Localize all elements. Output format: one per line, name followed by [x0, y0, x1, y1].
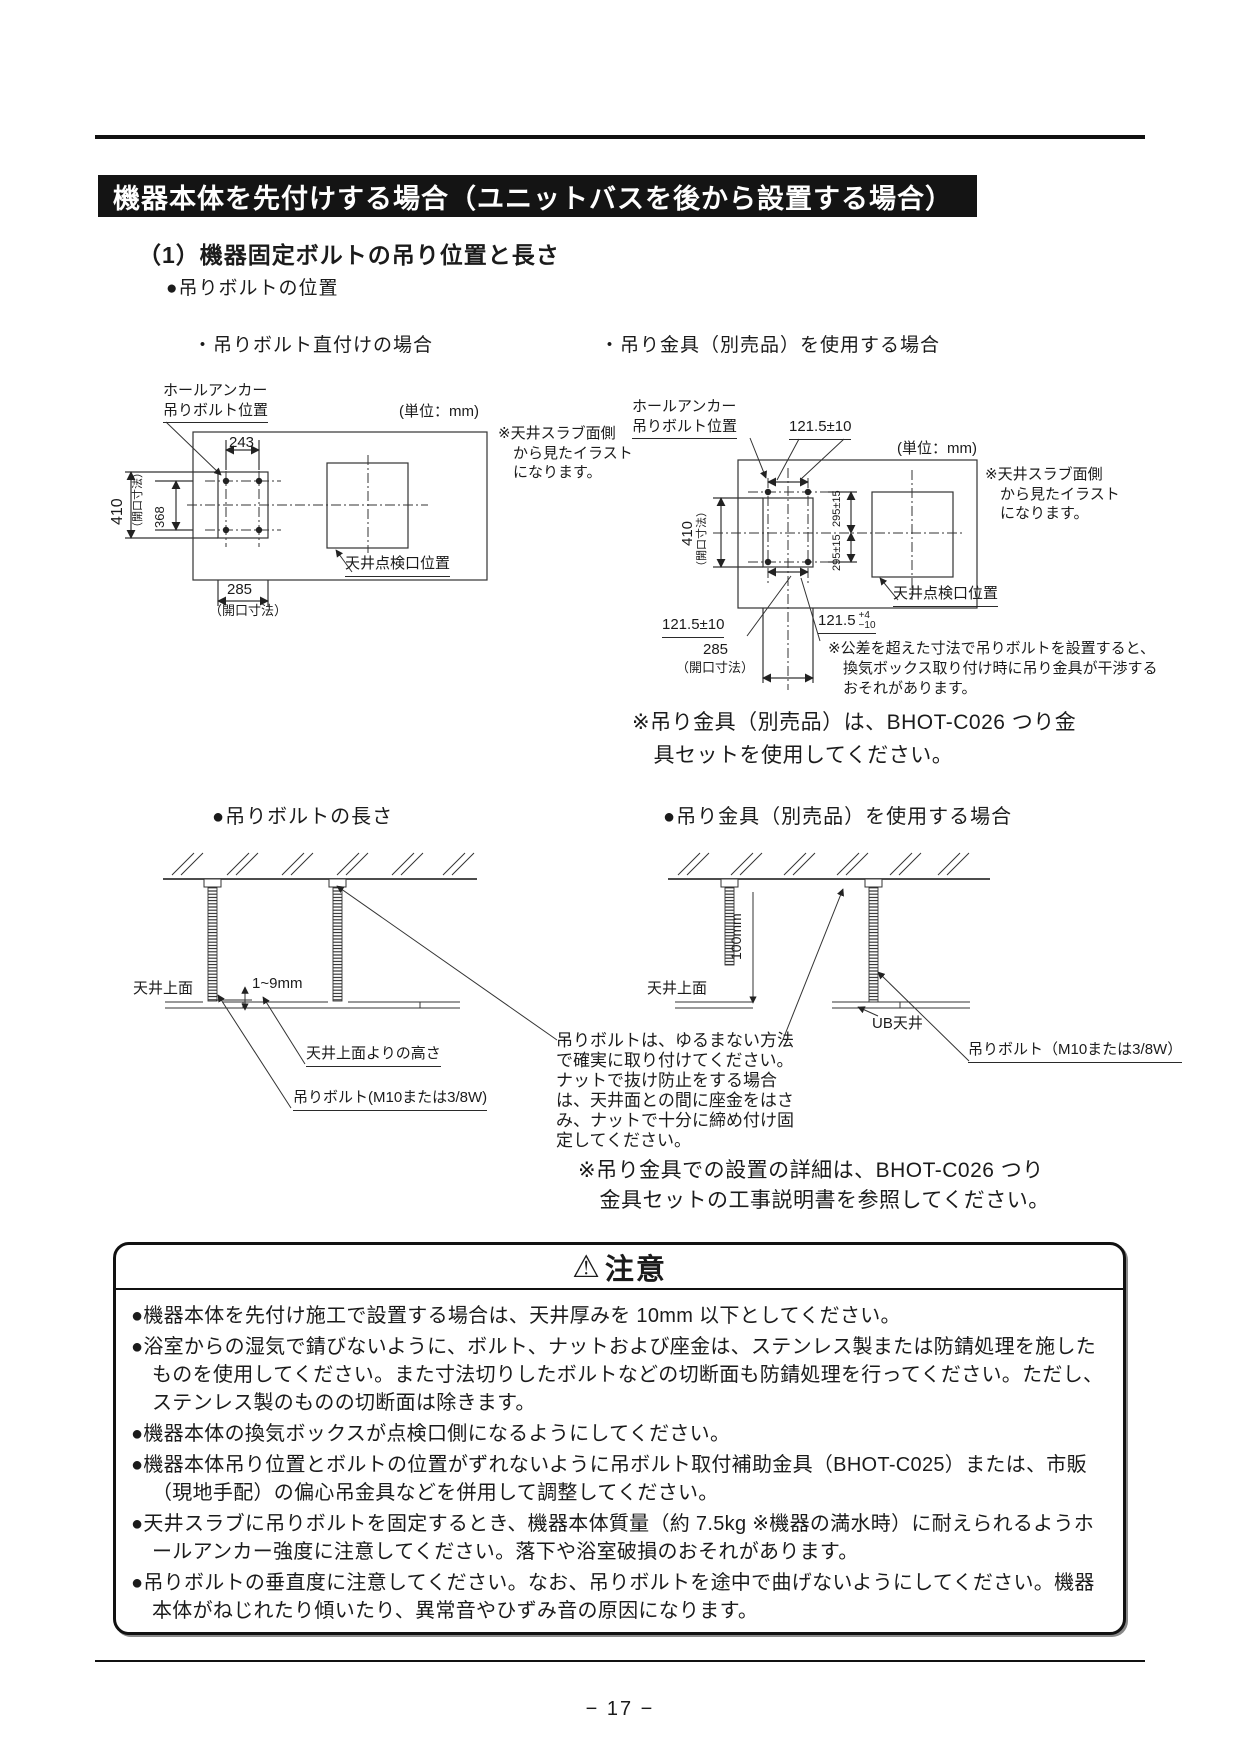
inspection-port-label: 天井点検口位置	[345, 554, 451, 577]
section-heading: （1）機器固定ボルトの吊り位置と長さ	[138, 242, 560, 268]
tolerance-note: ※公差を超えた寸法で吊りボルトを設置すると、 換気ボックス取り付け時に吊り金具が…	[828, 640, 1158, 697]
view-note: ※天井スラブ面側 から見たイラスト になります。	[985, 466, 1120, 522]
caution-item: ●機器本体の換気ボックスが点検口側になるようにしてください。	[131, 1423, 731, 1445]
length-bracket-drawing	[668, 852, 990, 1062]
dim-285-sub: （開口寸法）	[209, 603, 288, 618]
tolerance-plus: +4	[858, 610, 870, 622]
dim-121-top: 121.5±10	[789, 417, 852, 440]
dim-121-bottom-left: 121.5±10	[662, 615, 725, 638]
anchor-position-label: ホールアンカー 吊りボルト位置	[163, 381, 269, 423]
page-title: 機器本体を先付けする場合（ユニットバスを後から設置する場合）	[113, 183, 953, 214]
dim-243: 243	[229, 434, 255, 451]
fastening-note: 吊りボルトは、ゆるまない方法 で確実に取り付けてください。 ナットで抜け防止をす…	[556, 1031, 794, 1150]
view-note: ※天井スラブ面側 から見たイラスト になります。	[498, 425, 633, 481]
dim-285: 285	[227, 581, 253, 598]
caution-title: 注意	[604, 1253, 667, 1286]
dim-295-upper: 295±15	[831, 490, 843, 527]
column-label-bracket: ・吊り金具（別売品）を使用する場合	[600, 335, 941, 356]
inspection-port-label: 天井点検口位置	[893, 584, 999, 607]
caution-item: ●天井スラブに吊りボルトを固定するとき、機器本体質量（約 7.5kg ※機器の満…	[131, 1513, 1095, 1563]
length-left-heading: ●吊りボルトの長さ	[212, 806, 394, 828]
diagram-direct-drawing	[125, 421, 488, 606]
unit-label: (単位：mm)	[399, 403, 479, 420]
ub-ceiling-label: UB天井	[872, 1015, 923, 1032]
dim-368: 368	[152, 506, 167, 528]
ceiling-top-label: 天井上面	[133, 980, 194, 997]
caution-box: ⚠ 注意 ●機器本体を先付け施工で設置する場合は、天井厚みを 10mm 以下とし…	[113, 1242, 1126, 1635]
dim-410-sub: （開口寸法）	[696, 506, 708, 572]
dim-121-bottom-right: 121.5+4−10	[818, 610, 876, 635]
gap-dim-label: 1~9mm	[252, 975, 303, 992]
caution-item: ●吊りボルトの垂直度に注意してください。なお、吊りボルトを途中で曲げないようにし…	[131, 1572, 1095, 1622]
dim-285-sub: （開口寸法）	[676, 660, 755, 675]
top-rule	[95, 135, 1145, 139]
bracket-detail-note: ※吊り金具での設置の詳細は、BHOT-C026 つり 金具セットの工事説明書を参…	[578, 1159, 1050, 1212]
caution-header: ⚠ 注意	[116, 1245, 1123, 1290]
ceiling-top-label: 天井上面	[647, 980, 708, 997]
diagram-bracket-drawing	[713, 437, 978, 690]
dim-410: 410	[679, 520, 696, 546]
dim-295-lower: 295±15	[831, 534, 843, 571]
bracket-product-note: ※吊り金具（別売品）は、BHOT-C026 つり金 具セットを使用してください。	[632, 711, 1077, 767]
section-subheading: ●吊りボルトの位置	[166, 278, 339, 299]
caution-item: ●浴室からの湿気で錆びないように、ボルト、ナットおよび座金は、ステンレス製または…	[131, 1336, 1104, 1414]
tolerance-minus: −10	[858, 620, 876, 632]
dim-285: 285	[703, 641, 729, 658]
dim-121-main: 121.5	[818, 612, 856, 629]
dim-410: 410	[109, 498, 126, 525]
length-right-heading: ●吊り金具（別売品）を使用する場合	[663, 806, 1013, 828]
caution-item: ●機器本体を先付け施工で設置する場合は、天井厚みを 10mm 以下としてください…	[131, 1305, 901, 1327]
dim-410-sub: （開口寸法）	[132, 467, 144, 533]
caution-item-list: ●機器本体を先付け施工で設置する場合は、天井厚みを 10mm 以下としてください…	[116, 1290, 1123, 1634]
caution-item: ●機器本体吊り位置とボルトの位置がずれないように吊ボルト取付補助金具（BHOT-…	[131, 1454, 1087, 1504]
height-from-ceiling-label: 天井上面よりの高さ	[306, 1044, 441, 1067]
bottom-rule	[95, 1660, 1145, 1662]
page-number: − 17 −	[585, 1698, 655, 1720]
column-label-direct: ・吊りボルト直付けの場合	[193, 335, 434, 356]
anchor-position-label: ホールアンカー 吊りボルト位置	[632, 397, 738, 439]
length-direct-drawing	[163, 852, 558, 1109]
hanging-bolt-label: 吊りボルト（M10または3/8W）	[968, 1040, 1183, 1063]
length-100mm-label: 100mm	[728, 913, 744, 960]
hanging-bolt-label: 吊りボルト(M10または3/8W)	[293, 1088, 488, 1111]
unit-label: (単位：mm)	[897, 440, 977, 457]
page-header-bar: 機器本体を先付けする場合（ユニットバスを後から設置する場合）	[98, 175, 977, 217]
warning-icon: ⚠	[572, 1249, 600, 1284]
